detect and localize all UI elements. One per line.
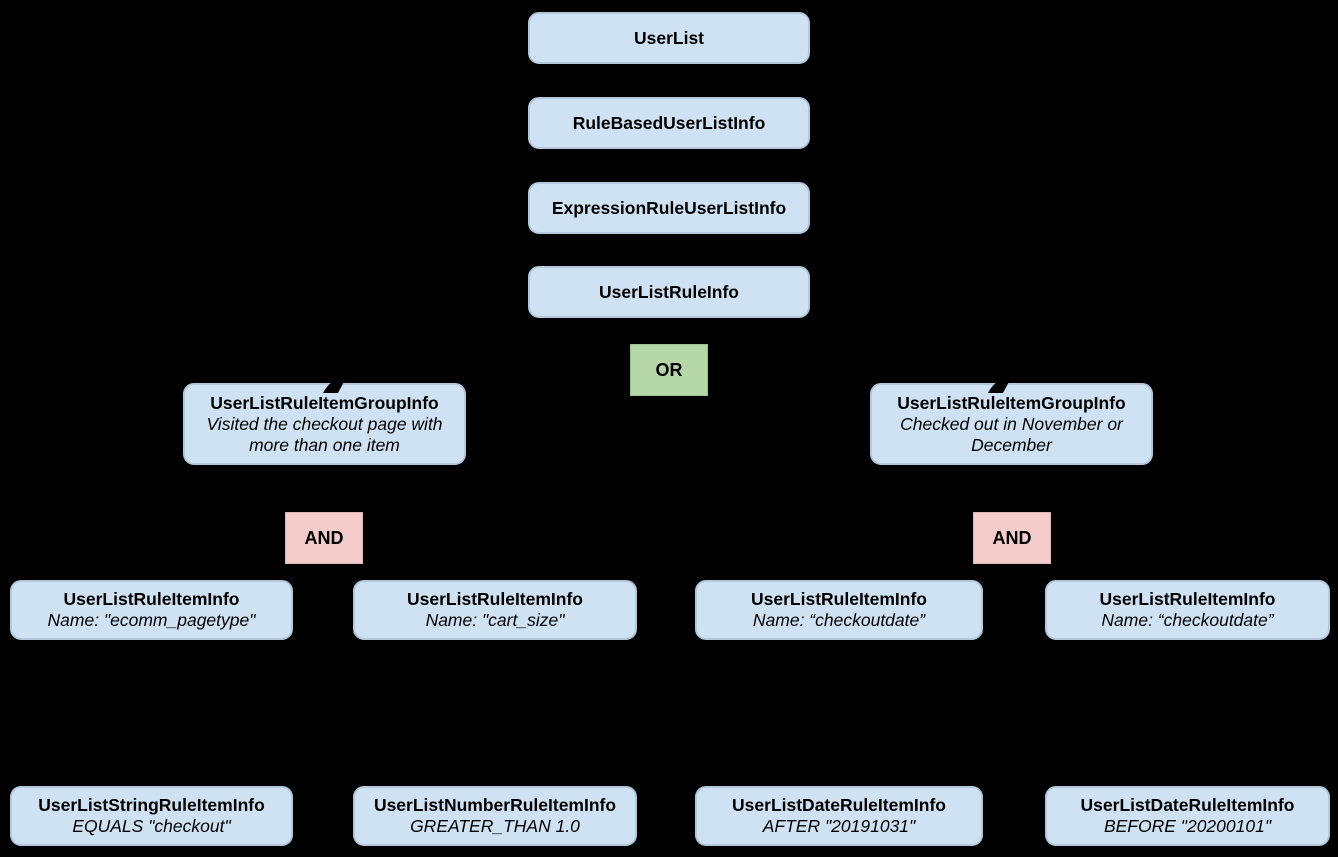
node-rule-item-checkoutdate-2: UserListRuleItemInfo Name: “checkoutdate…	[1045, 580, 1330, 640]
and-operator-label: AND	[304, 527, 344, 548]
node-date-rule-item-info-after: UserListDateRuleItemInfo AFTER "20191031…	[695, 786, 983, 846]
node-label: UserListRuleItemGroupInfo	[897, 392, 1126, 413]
node-rule-item-ecomm-pagetype: UserListRuleItemInfo Name: "ecomm_pagety…	[10, 580, 293, 640]
node-user-list-rule-info: UserListRuleInfo	[528, 266, 810, 318]
and-operator-badge-right: AND	[973, 512, 1051, 564]
arrowhead-icon	[988, 376, 1012, 393]
node-date-rule-item-info-before: UserListDateRuleItemInfo BEFORE "2020010…	[1045, 786, 1330, 846]
node-label: UserListNumberRuleItemInfo	[373, 795, 617, 815]
node-rule-based-user-list-info: RuleBasedUserListInfo	[528, 97, 810, 149]
node-rule-item-group-right: UserListRuleItemGroupInfo Checked out in…	[870, 383, 1153, 465]
or-operator-label: OR	[655, 359, 683, 380]
node-user-list: UserList	[528, 12, 810, 64]
node-description: Name: “checkoutdate”	[1101, 610, 1274, 630]
node-description: Visited the checkout page with more than…	[206, 413, 443, 455]
node-description: GREATER_THAN 1.0	[410, 816, 580, 836]
node-label: UserListRuleInfo	[598, 281, 740, 302]
node-label: UserListRuleItemInfo	[63, 589, 240, 609]
node-expression-rule-user-list-info: ExpressionRuleUserListInfo	[528, 182, 810, 234]
node-label: UserListRuleItemInfo	[1099, 589, 1276, 609]
node-label: UserListRuleItemInfo	[751, 589, 927, 609]
node-description: Checked out in November or December	[900, 413, 1123, 455]
node-label: UserListDateRuleItemInfo	[1080, 795, 1295, 815]
node-label: ExpressionRuleUserListInfo	[551, 197, 787, 218]
node-string-rule-item-info: UserListStringRuleItemInfo EQUALS "check…	[10, 786, 293, 846]
node-description: Name: “checkoutdate”	[752, 610, 926, 630]
node-description: EQUALS "checkout"	[72, 816, 231, 836]
node-description: Name: "cart_size"	[425, 610, 565, 630]
node-label: UserListRuleItemGroupInfo	[210, 392, 439, 413]
node-label: UserListStringRuleItemInfo	[38, 795, 265, 815]
node-rule-item-group-left: UserListRuleItemGroupInfo Visited the ch…	[183, 383, 466, 465]
node-label: RuleBasedUserListInfo	[572, 112, 766, 133]
node-rule-item-checkoutdate-1: UserListRuleItemInfo Name: “checkoutdate…	[695, 580, 983, 640]
node-description: AFTER "20191031"	[762, 816, 916, 836]
node-label: UserList	[633, 27, 705, 48]
or-operator-badge: OR	[630, 344, 708, 396]
node-rule-item-cart-size: UserListRuleItemInfo Name: "cart_size"	[353, 580, 637, 640]
node-description: Name: "ecomm_pagetype"	[47, 610, 256, 630]
node-number-rule-item-info: UserListNumberRuleItemInfo GREATER_THAN …	[353, 786, 637, 846]
node-description: BEFORE "20200101"	[1103, 816, 1272, 836]
node-label: UserListRuleItemInfo	[407, 589, 583, 609]
and-operator-label: AND	[992, 527, 1032, 548]
node-label: UserListDateRuleItemInfo	[732, 795, 946, 815]
and-operator-badge-left: AND	[285, 512, 363, 564]
arrowhead-icon	[323, 376, 347, 393]
